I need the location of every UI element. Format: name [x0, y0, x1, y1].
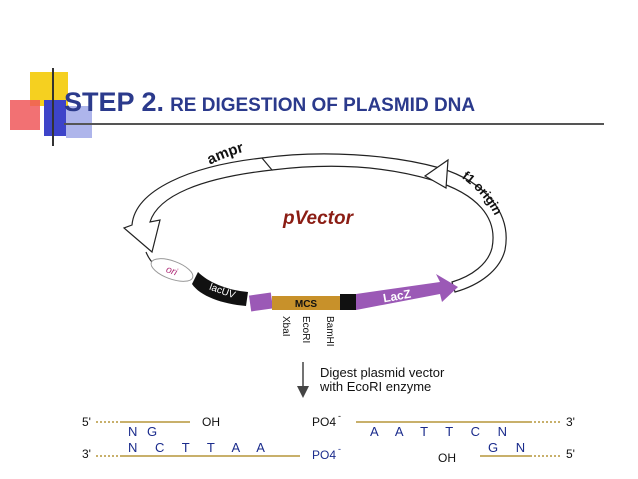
- digest-arrowhead: [297, 386, 309, 398]
- site-xbai: XbaI: [280, 316, 291, 337]
- deco-square-red: [10, 100, 40, 130]
- site-bamhi: BamHI: [324, 316, 335, 347]
- deco-vertical-line: [52, 68, 54, 146]
- title-underline: [64, 123, 604, 125]
- lacz-arrow: [356, 274, 458, 310]
- ampr-arrow: [122, 157, 274, 254]
- left-bottom-group: PO4: [312, 448, 336, 462]
- left-bottom-end: 3': [82, 447, 91, 461]
- left-top-end: 5': [82, 415, 91, 429]
- left-bottom-seq: N C T T A A: [128, 440, 272, 455]
- mcs-right-block: [340, 294, 356, 310]
- right-top-group: PO4: [312, 415, 336, 429]
- right-bottom-group: OH: [438, 451, 456, 465]
- digest-note-line1: Digest plasmid vector: [320, 365, 445, 380]
- title-step: STEP 2.: [64, 87, 165, 117]
- right-top-seq: A A T T C N: [370, 424, 514, 439]
- title-subtitle: RE DIGESTION OF PLASMID DNA: [170, 95, 476, 116]
- page-title: STEP 2.RE DIGESTION OF PLASMID DNA: [64, 82, 475, 119]
- left-bottom-charge: -: [338, 444, 341, 454]
- site-ecori: EcoRI: [300, 316, 311, 343]
- ori-element: [150, 258, 194, 282]
- left-top-group: OH: [202, 415, 220, 429]
- left-top-seq: N G: [128, 424, 160, 439]
- f1-origin-arrow: [431, 167, 507, 293]
- right-bottom-end: 5': [566, 447, 575, 461]
- right-top-end: 3': [566, 415, 575, 429]
- deco-square-lightblue: [66, 106, 92, 138]
- mcs-label: MCS: [295, 299, 318, 310]
- lacz-label: LacZ: [382, 287, 412, 306]
- mcs-left-block: [248, 292, 274, 312]
- right-top-charge: -: [338, 411, 341, 421]
- mcs-element: [272, 296, 340, 310]
- plasmid-name: pVector: [282, 208, 355, 229]
- ori-label: ori: [164, 264, 179, 278]
- digest-note-line2: with EcoRI enzyme: [319, 379, 431, 394]
- f1-arrowhead: [423, 158, 449, 189]
- deco-square-blue: [44, 100, 66, 136]
- plasmid-arc-top-inner: [271, 165, 433, 181]
- plasmid-arc-top: [261, 153, 441, 169]
- right-bottom-seq: G N: [488, 440, 532, 455]
- lacuv-element: [192, 272, 248, 306]
